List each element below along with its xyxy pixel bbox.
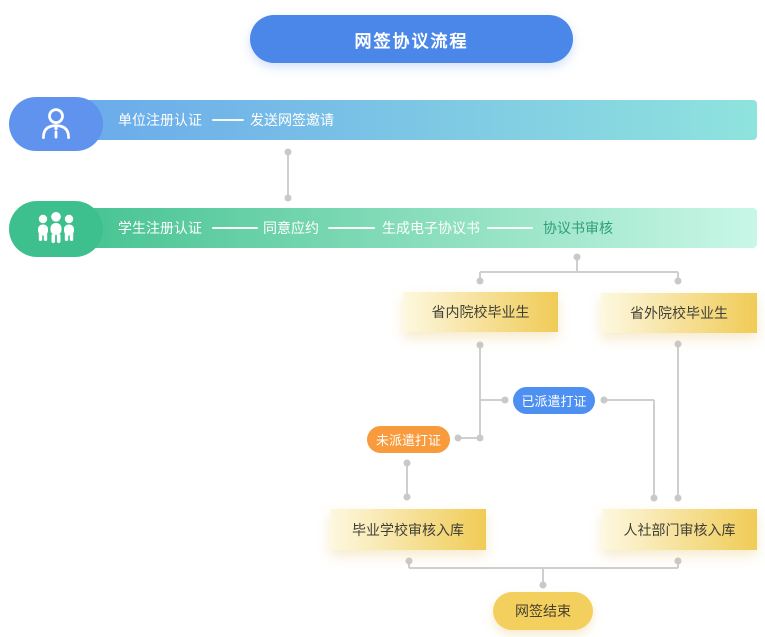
unit-row-badge [9, 97, 103, 151]
step-separator [212, 227, 258, 229]
student-label: 学生注册认证 [118, 220, 202, 236]
unit-step-invite: 发送网签邀请 [250, 112, 334, 128]
node-school-review: 毕业学校审核入库 [330, 509, 486, 550]
step-separator [487, 227, 533, 229]
badge-not-dispatched: 未派遣打证 [367, 426, 450, 453]
unit-row-bar [38, 100, 757, 140]
group-icon [38, 212, 74, 243]
student-row-badge [9, 201, 103, 257]
node-inside-province-graduates: 省内院校毕业生 [403, 292, 558, 332]
node-outside-province-graduates: 省外院校毕业生 [601, 293, 757, 333]
student-step-accept: 同意应约 [263, 220, 319, 236]
node-end: 网签结束 [493, 592, 593, 630]
student-row-bar [38, 208, 757, 248]
student-step-generate: 生成电子协议书 [382, 220, 480, 236]
person-icon [42, 108, 70, 140]
unit-label: 单位注册认证 [118, 112, 202, 128]
node-hr-review: 人社部门审核入库 [602, 509, 757, 550]
badge-dispatched: 已派遣打证 [513, 387, 595, 414]
student-step-review: 协议书审核 [543, 220, 613, 236]
page-title: 网签协议流程 [250, 15, 573, 63]
step-separator [328, 227, 375, 229]
step-separator [212, 119, 244, 121]
